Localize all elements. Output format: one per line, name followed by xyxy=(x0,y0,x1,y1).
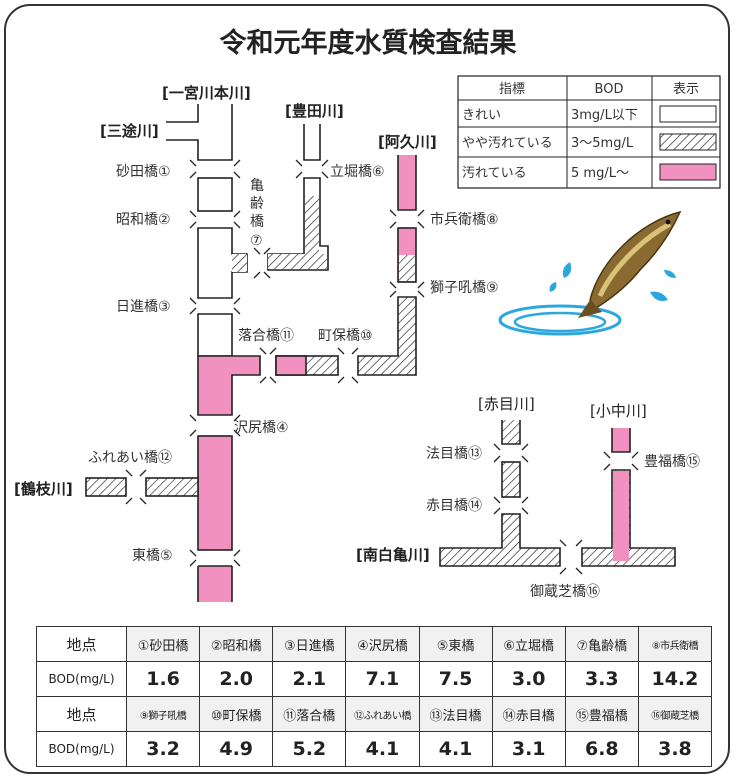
table-row: BOD(mg/L) 3.2 4.9 5.2 4.1 4.1 3.1 6.8 3.… xyxy=(36,731,713,767)
point-14: ⑭赤目橋 xyxy=(491,696,566,732)
station-s10: 町保橋⑩ xyxy=(318,328,373,344)
station-s4: 沢尻橋④ xyxy=(234,420,289,436)
table-row: 地点 ⑨獅子吼橋 ⑩町保橋 ⑪落合橋 ⑫ふれあい橋 ⑬法目橋 ⑭赤目橋 ⑮豊福橋… xyxy=(36,696,713,732)
station-s12: ふれあい橋⑫ xyxy=(88,450,172,466)
page-title: 令和元年度水質検査結果 xyxy=(220,27,517,59)
station-s7-2: 齢 xyxy=(250,196,264,212)
station-s13: 法目橋⑬ xyxy=(426,446,482,462)
frame-border xyxy=(4,4,730,774)
legend-label-dirty: 汚れている xyxy=(462,166,527,181)
river-label-aku: [阿久川] xyxy=(378,133,437,151)
river-label-toyoda: [豊田川] xyxy=(285,102,344,120)
point-4: ④沢尻橋 xyxy=(345,626,420,662)
station-s7-1: 亀 xyxy=(250,178,264,194)
fish-jumping-icon xyxy=(498,210,682,336)
point-1: ①砂田橋 xyxy=(125,626,201,662)
row-label-point: 地点 xyxy=(36,626,127,662)
station-s11: 落合橋⑪ xyxy=(238,328,294,344)
legend-range-slight: 3〜5mg/L xyxy=(571,136,634,151)
station-s9: 獅子吼橋⑨ xyxy=(430,280,499,296)
river-label-tsurue: [鶴枝川] xyxy=(14,480,73,498)
row-label-bod-2: BOD(mg/L) xyxy=(36,731,127,767)
point-16: ⑯御蔵芝橋 xyxy=(637,696,713,732)
point-3: ③日進橋 xyxy=(272,626,347,662)
bod-9: 3.2 xyxy=(125,731,201,767)
point-9: ⑨獅子吼橋 xyxy=(125,696,201,732)
bod-13: 4.1 xyxy=(418,731,493,767)
station-s3: 日進橋③ xyxy=(116,299,171,315)
bod-1: 1.6 xyxy=(125,661,201,697)
bod-12: 4.1 xyxy=(345,731,420,767)
river-connector xyxy=(275,355,339,376)
row-label-point-2: 地点 xyxy=(36,696,127,732)
station-s2: 昭和橋② xyxy=(116,212,171,228)
table-row: BOD(mg/L) 1.6 2.0 2.1 7.1 7.5 3.0 3.3 14… xyxy=(36,661,713,697)
station-s5: 東橋⑤ xyxy=(132,548,173,564)
river-label-akame: [赤目川] xyxy=(478,395,535,413)
legend-header-bod: BOD xyxy=(595,82,624,97)
station-s16: 御蔵芝橋⑯ xyxy=(530,584,600,600)
river-label-nanpaku: [南白亀川] xyxy=(356,546,430,564)
row-label-bod: BOD(mg/L) xyxy=(36,661,127,697)
legend-swatch-slight xyxy=(659,133,717,151)
bod-2: 2.0 xyxy=(199,661,274,697)
station-s15: 豊福橋⑮ xyxy=(644,454,700,470)
bod-7: 3.3 xyxy=(564,661,639,697)
bod-table: 地点 ①砂田橋 ②昭和橋 ③日進橋 ④沢尻橋 ⑤東橋 ⑥立堀橋 ⑦亀齢橋 ⑧市兵… xyxy=(36,626,713,767)
bod-16: 3.8 xyxy=(637,731,713,767)
river-ichinomiya xyxy=(166,104,261,602)
legend-label-clean: きれい xyxy=(462,108,501,123)
legend-range-clean: 3mg/L以下 xyxy=(571,108,638,123)
station-s1: 砂田橋① xyxy=(116,164,171,180)
legend-header-index: 指標 xyxy=(499,82,525,97)
point-6: ⑥立堀橋 xyxy=(491,626,566,662)
river-aku xyxy=(357,155,417,376)
legend-label-slight: やや汚れている xyxy=(462,136,553,151)
point-8: ⑧市兵衛橋 xyxy=(637,626,713,662)
table-row: 地点 ①砂田橋 ②昭和橋 ③日進橋 ④沢尻橋 ⑤東橋 ⑥立堀橋 ⑦亀齢橋 ⑧市兵… xyxy=(36,626,713,662)
legend: 指標 BOD 表示 きれい 3mg/L以下 やや汚れている 3〜5mg/L 汚れ… xyxy=(457,75,721,189)
point-2: ②昭和橋 xyxy=(199,626,274,662)
point-13: ⑬法目橋 xyxy=(418,696,493,732)
legend-swatch-dirty xyxy=(659,163,717,181)
bod-11: 5.2 xyxy=(272,731,347,767)
point-7: ⑦亀齢橋 xyxy=(564,626,639,662)
bod-6: 3.0 xyxy=(491,661,566,697)
station-s14: 赤目橋⑭ xyxy=(426,498,482,514)
bod-10: 4.9 xyxy=(199,731,274,767)
river-toyoda xyxy=(267,124,329,271)
river-label-sanzu: [三途川] xyxy=(100,122,159,140)
point-11: ⑪落合橋 xyxy=(272,696,347,732)
bod-5: 7.5 xyxy=(418,661,493,697)
bod-8: 14.2 xyxy=(637,661,713,697)
river-konaka xyxy=(581,428,676,567)
bod-14: 3.1 xyxy=(491,731,566,767)
river-tsurue xyxy=(85,477,199,497)
legend-header-display: 表示 xyxy=(673,82,699,97)
river-akame xyxy=(439,420,561,567)
point-10: ⑩町保橋 xyxy=(199,696,274,732)
station-s8: 市兵衛橋⑧ xyxy=(430,211,499,228)
legend-range-dirty: 5 mg/L〜 xyxy=(571,166,629,181)
station-s6: 立堀橋⑥ xyxy=(330,164,385,180)
station-s7-4: ⑦ xyxy=(250,233,263,249)
point-5: ⑤東橋 xyxy=(418,626,493,662)
point-12: ⑫ふれあい橋 xyxy=(345,696,420,732)
river-label-ichinomiya: [一宮川本川] xyxy=(162,84,251,102)
river-diagram: 令和元年度水質検査結果 指標 BOD 表示 きれい 3mg/L以下 やや汚れてい… xyxy=(14,27,721,602)
legend-swatch-clean xyxy=(659,105,717,123)
point-15: ⑮豊福橋 xyxy=(564,696,639,732)
bod-3: 2.1 xyxy=(272,661,347,697)
bod-15: 6.8 xyxy=(564,731,639,767)
bod-4: 7.1 xyxy=(345,661,420,697)
river-label-konaka: [小中川] xyxy=(590,402,647,420)
station-s7-3: 橋 xyxy=(250,214,264,230)
bridge-marks xyxy=(125,159,639,575)
